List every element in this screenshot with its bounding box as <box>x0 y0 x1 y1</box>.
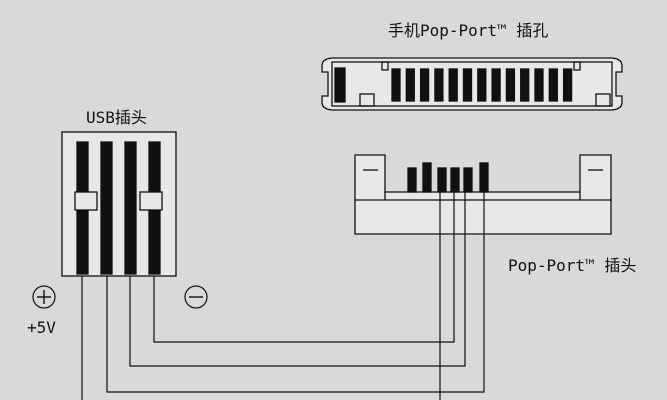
plug-pin <box>437 167 447 193</box>
socket-pin <box>548 68 558 102</box>
socket-pin <box>477 68 487 102</box>
plug-pin <box>463 167 473 193</box>
socket-pin <box>391 68 401 102</box>
socket-pin <box>520 68 530 102</box>
usb-left-window <box>74 191 98 211</box>
socket-pin <box>534 68 544 102</box>
minus-circle <box>184 285 208 309</box>
wire-data-minus <box>106 190 485 393</box>
socket-inner-frame <box>331 61 613 107</box>
wires <box>81 190 485 400</box>
wire-data-plus <box>129 190 466 367</box>
plus-symbol <box>32 285 56 309</box>
socket-pin <box>434 68 444 102</box>
socket-pin <box>505 68 516 102</box>
socket-pin <box>419 68 430 102</box>
usb-right-window <box>139 191 163 211</box>
minus-symbol <box>184 285 208 309</box>
plug-pin <box>450 167 460 193</box>
usb-pin-3 <box>124 141 137 275</box>
socket-pin <box>462 68 473 102</box>
socket-left-key <box>334 67 346 103</box>
wire-ground <box>153 190 455 343</box>
socket-right-notch <box>595 93 611 107</box>
usb-plug-label: USB插头 <box>86 108 147 127</box>
plug-pin <box>407 167 417 193</box>
phone-socket-label: 手机Pop-Port™ 插孔 <box>388 21 548 40</box>
socket-pin <box>562 68 573 102</box>
plug-pin <box>422 162 432 193</box>
socket-pin <box>491 68 501 102</box>
popport-plug-pins <box>407 162 489 193</box>
popport-plug <box>354 154 612 235</box>
plus-5v-label: +5V <box>27 318 56 337</box>
plug-pin <box>479 162 489 193</box>
phone-socket <box>321 57 623 111</box>
plus-circle <box>32 285 56 309</box>
popport-plug-label: Pop-Port™ 插头 <box>508 256 636 275</box>
socket-pin <box>405 68 415 102</box>
socket-pins <box>391 68 573 102</box>
socket-pin <box>448 68 458 102</box>
socket-top-notch-right <box>573 61 581 71</box>
usb-plug <box>61 131 177 277</box>
socket-left-notch <box>359 93 375 107</box>
socket-top-notch-left <box>381 61 389 71</box>
usb-pin-2 <box>100 141 113 275</box>
